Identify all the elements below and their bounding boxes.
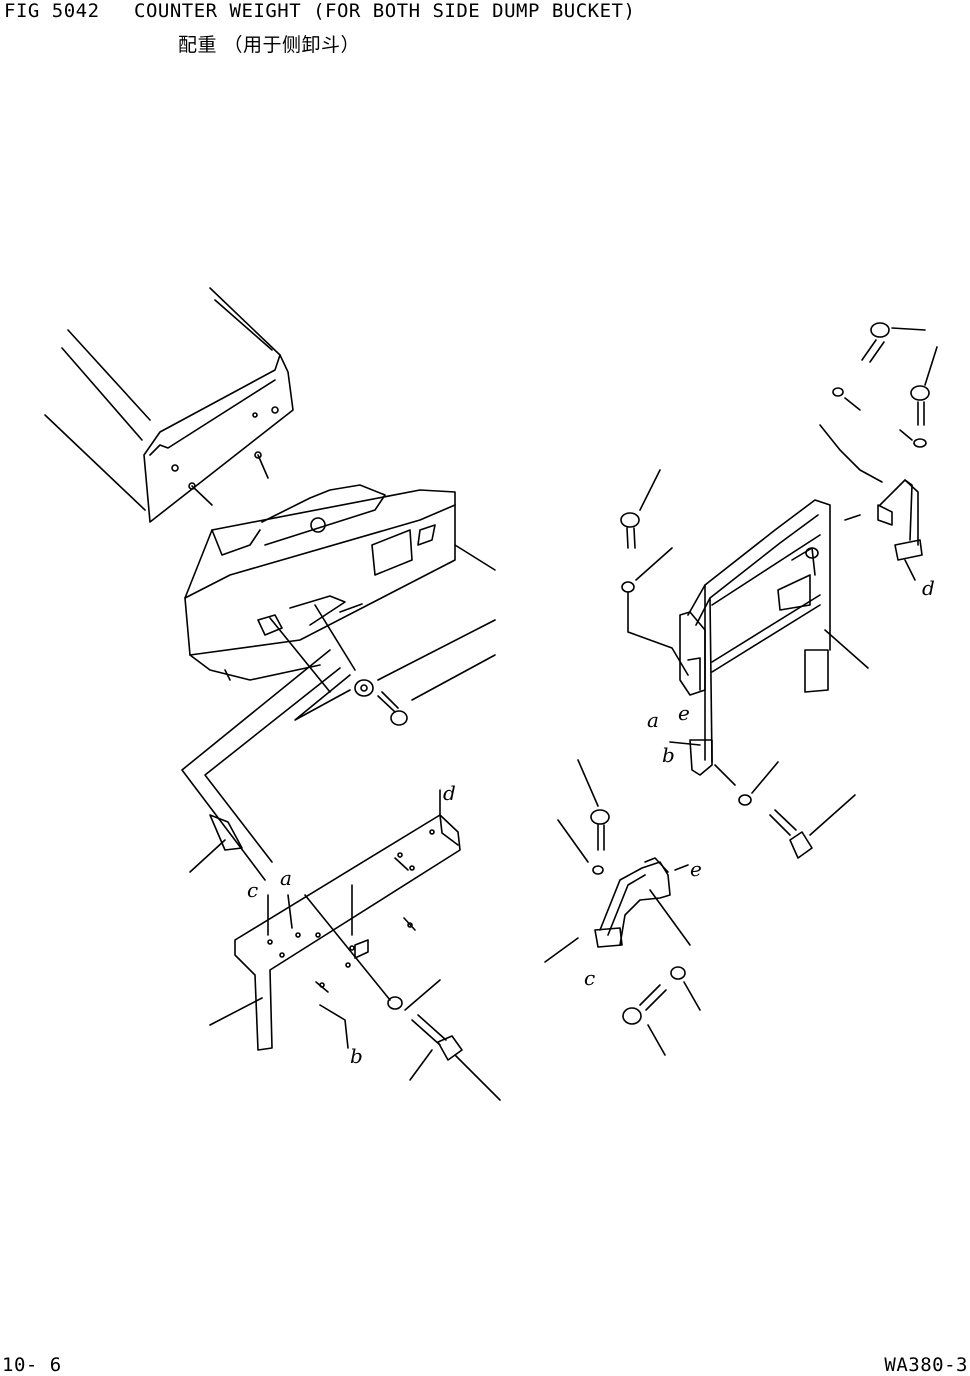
lower-step-bracket: [544, 759, 691, 963]
callout-d-left: d: [443, 781, 456, 805]
model-number: WA380-3: [884, 1354, 968, 1376]
callout-e-lower: e: [690, 857, 702, 881]
figure-subtitle: 配重 （用于侧卸斗）: [178, 34, 361, 56]
counterweight-bolt: [269, 604, 496, 726]
handrail-left-bolts: [620, 469, 689, 676]
handrail: [679, 499, 869, 776]
callout-b-right: b: [662, 743, 675, 767]
rear-bar-bolt: [189, 839, 501, 1101]
upper-right-bracket: [819, 424, 923, 581]
figure-title: COUNTER WEIGHT (FOR BOTH SIDE DUMP BUCKE…: [134, 0, 636, 22]
rear-bar: [209, 789, 461, 1051]
callout-labels: c a d b a e b d e c: [247, 576, 935, 1068]
handrail-lower-bolts: [669, 741, 856, 859]
callout-c-left: c: [247, 878, 258, 902]
callout-a-left: a: [280, 866, 292, 890]
counterweight: [184, 484, 496, 681]
callout-c-lower: c: [584, 966, 595, 990]
callout-e-right: e: [678, 701, 690, 725]
page-number: 10- 6: [2, 1354, 62, 1376]
callout-b-left: b: [350, 1044, 363, 1068]
callout-d-right: d: [922, 576, 935, 600]
figure-number: FIG 5042: [4, 0, 100, 22]
lower-step-bolts: [622, 966, 701, 1056]
callout-a-right: a: [647, 708, 659, 732]
upper-right-bolts: [832, 322, 938, 448]
connection-lines-left: [181, 649, 351, 881]
rear-frame: [44, 287, 294, 523]
